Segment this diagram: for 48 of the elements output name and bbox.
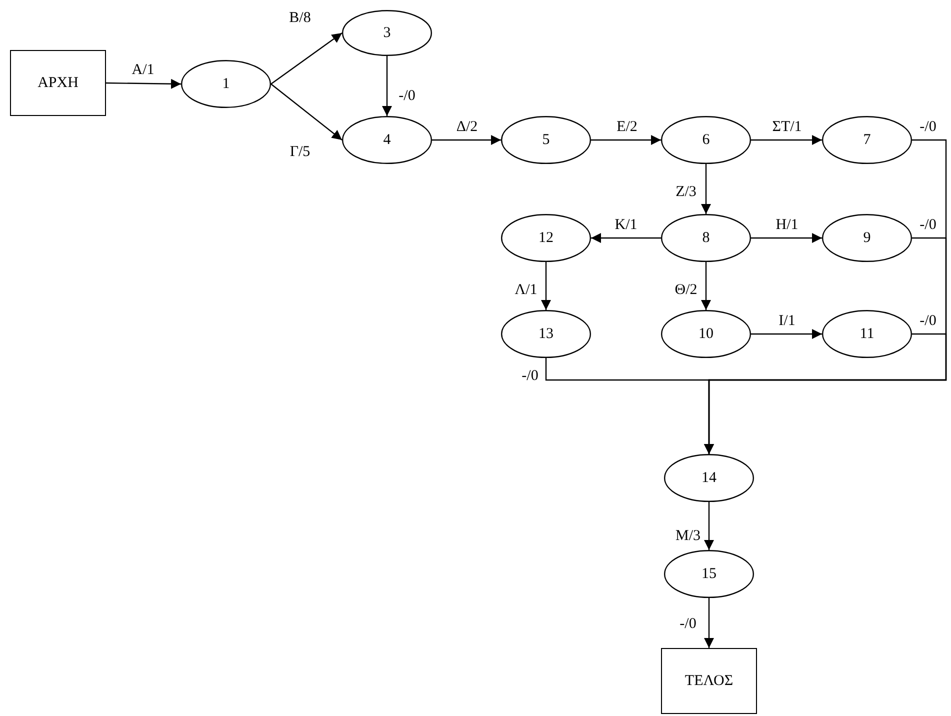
arrow xyxy=(701,164,711,214)
node-label: 15 xyxy=(702,566,716,582)
state-ellipse xyxy=(661,116,751,164)
node-label: 14 xyxy=(702,470,716,486)
node-label: ΑΡΧΗ xyxy=(38,74,78,92)
arrow xyxy=(591,135,661,145)
terminal-box xyxy=(661,648,757,714)
node-label: ΤΕΛΟΣ xyxy=(684,672,734,690)
state-ellipse xyxy=(822,214,912,262)
arrow xyxy=(751,329,822,339)
arrow xyxy=(270,84,342,140)
node-label: 13 xyxy=(538,326,554,342)
node-label: 8 xyxy=(702,230,710,246)
state-ellipse xyxy=(501,310,591,358)
arrow xyxy=(382,56,392,116)
node-label: 9 xyxy=(863,230,871,246)
node-label: 6 xyxy=(702,132,710,148)
state-ellipse xyxy=(661,310,751,358)
arrow xyxy=(106,78,181,89)
node-label: 5 xyxy=(542,132,550,148)
terminal-box xyxy=(10,50,106,116)
arrow xyxy=(704,598,714,648)
node-label: 3 xyxy=(383,24,391,42)
state-ellipse xyxy=(822,116,912,164)
node-label: 1 xyxy=(222,76,230,92)
node-label: 11 xyxy=(860,326,874,342)
arrow xyxy=(270,32,342,84)
arrow xyxy=(751,233,822,243)
arrow xyxy=(591,233,661,243)
state-ellipse xyxy=(664,550,754,598)
state-ellipse xyxy=(822,310,912,358)
node-label: 12 xyxy=(538,230,554,246)
node-label: 7 xyxy=(863,132,871,148)
state-ellipse xyxy=(342,116,432,164)
state-ellipse xyxy=(181,60,271,108)
arrow xyxy=(545,358,714,454)
arrow xyxy=(704,502,714,550)
state-ellipse xyxy=(501,116,591,164)
state-ellipse xyxy=(664,454,754,502)
state-ellipse xyxy=(501,214,591,262)
arrow xyxy=(432,135,501,145)
state-ellipse xyxy=(342,10,432,56)
arrow xyxy=(541,262,551,310)
node-label: 4 xyxy=(383,132,391,148)
arrow xyxy=(701,262,711,310)
state-ellipse xyxy=(661,214,751,262)
node-label: 10 xyxy=(698,326,714,342)
arrow xyxy=(751,135,822,145)
